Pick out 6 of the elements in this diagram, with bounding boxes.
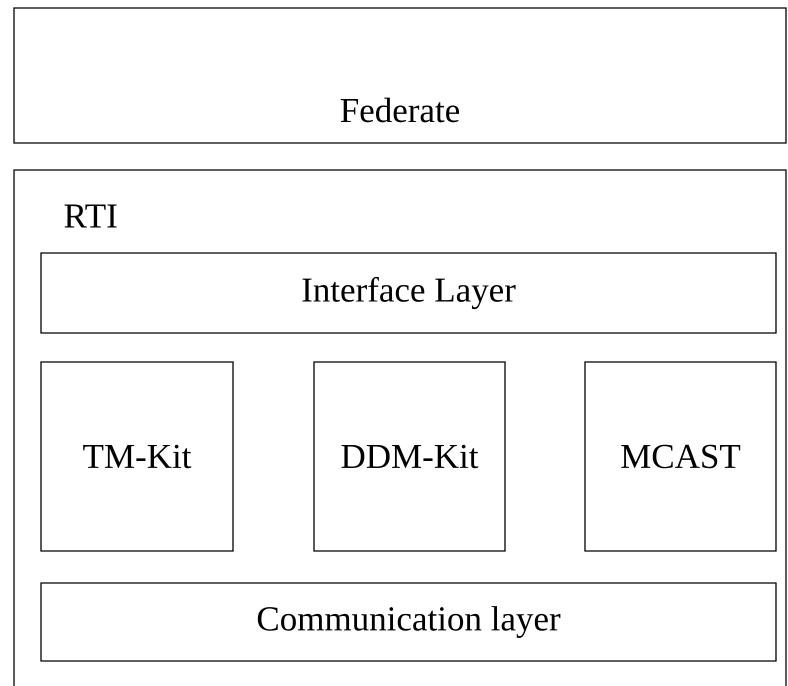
layer-box: Communication layer	[40, 582, 777, 662]
module-box: MCAST	[584, 361, 777, 552]
layer-box: Interface Layer	[40, 252, 777, 334]
module-box: DDM-Kit	[313, 361, 506, 552]
layer-box: Federate	[13, 7, 787, 144]
module-box: TM-Kit	[40, 361, 234, 552]
